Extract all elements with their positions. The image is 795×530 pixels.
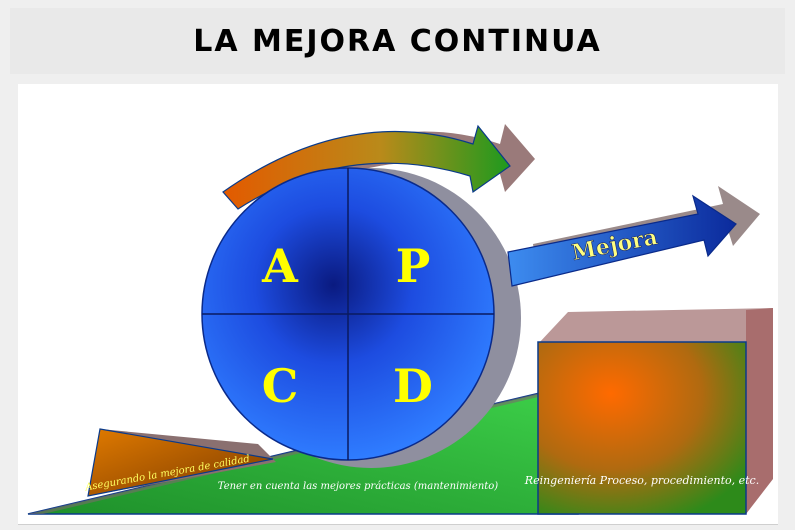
block-label: Reingeniería Proceso, procedimiento, etc…	[524, 474, 759, 487]
continuous-improvement-diagram: A P C D Mejora Asegurando la mejora de c…	[27, 124, 773, 515]
quadrant-c: C	[262, 359, 299, 413]
quadrant-d: D	[393, 359, 433, 413]
improvement-block	[537, 308, 773, 515]
page-title: LA MEJORA CONTINUA	[193, 23, 602, 59]
wedge	[87, 428, 276, 497]
mejora-arrow: Mejora	[507, 186, 760, 287]
title-bar: LA MEJORA CONTINUA	[10, 8, 785, 74]
diagram-canvas: A P C D Mejora Asegurando la mejora de c…	[18, 84, 778, 525]
pdca-circle: A P C D	[201, 167, 495, 461]
quadrant-a: A	[261, 239, 299, 293]
quadrant-p: P	[396, 239, 431, 293]
ramp-label: Tener en cuenta las mejores prácticas (m…	[218, 481, 498, 492]
